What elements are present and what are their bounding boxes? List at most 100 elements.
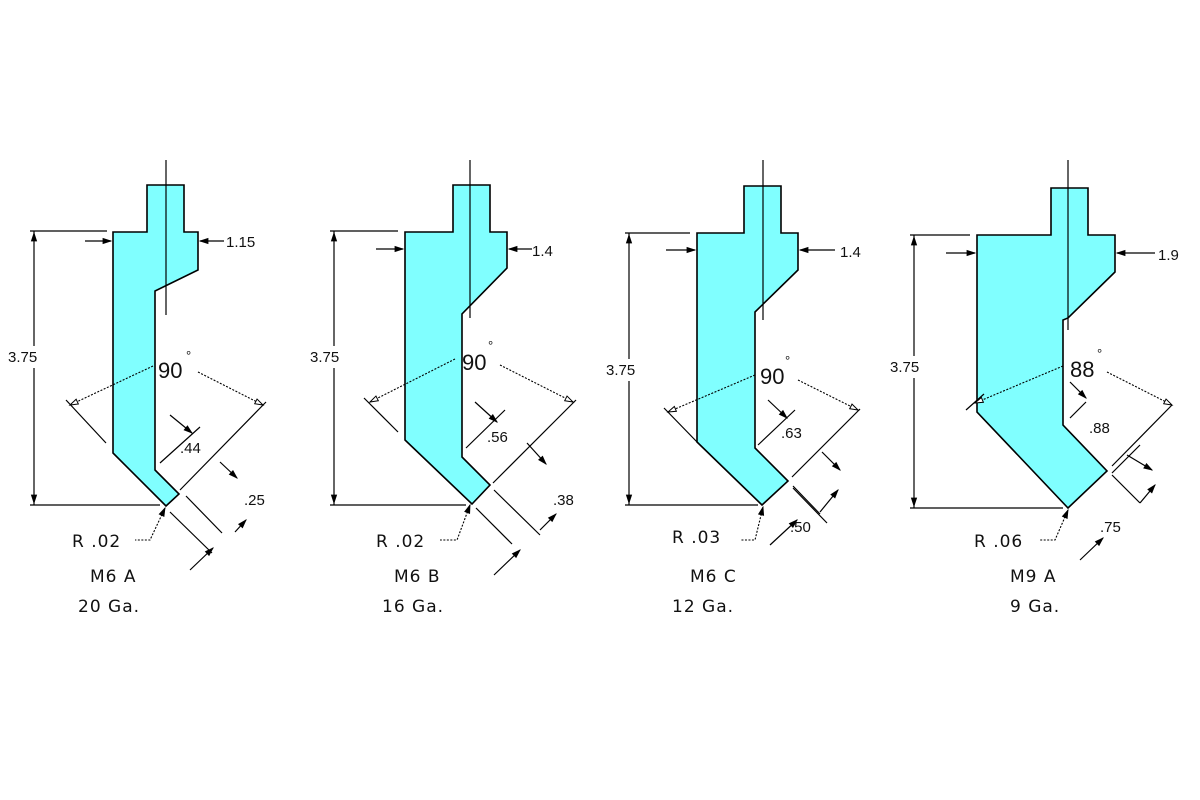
angle-extension-left bbox=[965, 393, 985, 411]
radius-leader bbox=[135, 507, 166, 541]
tip-width-dimension-label: .25 bbox=[244, 492, 265, 509]
tip-extension-1 bbox=[1111, 474, 1141, 504]
angle-arrow-left-icon bbox=[666, 405, 678, 413]
neck-dimension-label: .56 bbox=[487, 429, 508, 446]
angle-extension-left bbox=[65, 399, 107, 444]
width-dimension-label: 1.4 bbox=[840, 244, 861, 261]
angle-extension-right bbox=[492, 399, 577, 484]
height-arrow-bottom-icon bbox=[910, 497, 918, 508]
model-label: M6 C bbox=[690, 567, 737, 587]
neck-arrow-icon bbox=[183, 425, 194, 434]
punch-profile-m9-a: 3.75 1.9 88 ° .88 .75 R .06 M9 A 9 Ga. bbox=[890, 160, 1179, 617]
tip-extension-2 bbox=[169, 511, 213, 554]
height-arrow-top-icon bbox=[30, 231, 38, 242]
angle-extension-left bbox=[363, 397, 399, 433]
height-dimension-label: 3.75 bbox=[890, 359, 919, 376]
tip-width-arrow-icon bbox=[1094, 537, 1104, 547]
punch-profile-m6-a: 3.75 1.15 90 ° .44 .25 R .02 M6 A 20 Ga. bbox=[8, 160, 267, 617]
angle-arrow-right-icon bbox=[848, 403, 860, 411]
punch-body-shape bbox=[404, 184, 508, 506]
tip-width-dimension-label: .75 bbox=[1100, 519, 1121, 536]
angle-dim-line-left bbox=[667, 374, 756, 413]
angle-label: 90 bbox=[462, 350, 486, 375]
tip-arrow-lower-icon bbox=[238, 519, 247, 529]
tip-radius-label: R .06 bbox=[974, 532, 1023, 552]
tip-arrow-upper-icon bbox=[1143, 462, 1154, 471]
neck-extension bbox=[465, 409, 506, 449]
height-arrow-top-icon bbox=[625, 233, 633, 244]
angle-arrow-right-icon bbox=[1162, 398, 1174, 406]
tip-arrow-upper-icon bbox=[538, 455, 547, 465]
tip-extension-2 bbox=[1111, 444, 1141, 474]
model-label: M9 A bbox=[1010, 567, 1057, 587]
angle-extension-right bbox=[1111, 404, 1173, 467]
width-dimension-label: 1.9 bbox=[1158, 247, 1179, 264]
degree-symbol: ° bbox=[785, 353, 790, 368]
tip-extension-1 bbox=[792, 485, 821, 515]
punch-profile-m6-b: 3.75 1.4 90 ° .56 .38 R .02 M6 B 16 Ga. bbox=[310, 160, 577, 617]
punch-body-shape bbox=[976, 187, 1116, 510]
tip-extension-2 bbox=[792, 487, 828, 524]
punch-body-shape bbox=[696, 185, 799, 507]
neck-arrow-icon bbox=[1077, 389, 1087, 399]
angle-arrow-left-icon bbox=[973, 396, 985, 404]
neck-extension bbox=[1069, 401, 1087, 419]
height-arrow-bottom-icon bbox=[625, 494, 633, 505]
punch-body-shape bbox=[112, 184, 199, 508]
width-arrow-right-icon bbox=[1115, 249, 1126, 257]
height-arrow-bottom-icon bbox=[30, 494, 38, 505]
angle-dim-line-right bbox=[797, 379, 859, 411]
angle-dim-line-right bbox=[197, 371, 264, 406]
tip-width-arrow-icon bbox=[204, 547, 214, 557]
radius-arrow-icon bbox=[158, 506, 166, 517]
angle-arrow-right-icon bbox=[563, 395, 575, 403]
tip-radius-label: R .02 bbox=[72, 532, 121, 552]
degree-symbol: ° bbox=[186, 348, 191, 363]
tip-arrow-upper-icon bbox=[831, 461, 841, 471]
tip-extension-1 bbox=[185, 495, 223, 534]
angle-dim-line-left bbox=[69, 365, 154, 406]
radius-arrow-icon bbox=[1061, 508, 1069, 519]
gauge-label: 9 Ga. bbox=[1010, 597, 1060, 617]
angle-dim-line-left bbox=[974, 365, 1064, 404]
tip-extension-1 bbox=[493, 489, 541, 536]
angle-extension-right bbox=[179, 401, 267, 491]
angle-dim-line-right bbox=[1106, 371, 1173, 406]
angle-extension-right bbox=[791, 408, 861, 478]
tip-width-arrow-icon bbox=[511, 549, 521, 559]
tip-arrow-lower-icon bbox=[1147, 484, 1156, 494]
neck-dimension-label: .63 bbox=[781, 425, 802, 442]
neck-arrow-icon bbox=[778, 409, 788, 419]
gauge-label: 20 Ga. bbox=[78, 597, 140, 617]
width-arrow-right-icon bbox=[798, 246, 809, 254]
tip-arrow-lower-icon bbox=[547, 513, 557, 523]
tip-width-dimension-label: .50 bbox=[790, 519, 811, 536]
degree-symbol: ° bbox=[1097, 346, 1102, 361]
angle-extension-left bbox=[663, 407, 699, 444]
dimension-lines bbox=[910, 160, 1174, 561]
height-arrow-top-icon bbox=[910, 235, 918, 246]
height-dimension-label: 3.75 bbox=[310, 349, 339, 366]
angle-arrow-left-icon bbox=[368, 395, 380, 403]
width-dimension-label: 1.15 bbox=[226, 234, 255, 251]
angle-dim-line-right bbox=[499, 364, 574, 403]
width-arrow-left-icon bbox=[966, 249, 977, 257]
tip-width-arrow-icon bbox=[788, 519, 798, 529]
height-dimension-label: 3.75 bbox=[606, 362, 635, 379]
angle-arrow-right-icon bbox=[253, 398, 265, 406]
tip-radius-label: R .03 bbox=[672, 528, 721, 548]
punch-profile-m6-c: 3.75 1.4 90 ° .63 .50 R .03 M6 C 12 Ga. bbox=[606, 160, 861, 617]
neck-extension bbox=[159, 426, 201, 464]
angle-label: 90 bbox=[760, 364, 784, 389]
tip-arrow-upper-icon bbox=[228, 469, 238, 479]
angle-label: 90 bbox=[158, 358, 182, 383]
gauge-label: 12 Ga. bbox=[672, 597, 734, 617]
dimension-lines bbox=[30, 160, 267, 571]
angle-arrow-left-icon bbox=[68, 398, 80, 406]
tip-extension-2 bbox=[475, 507, 513, 545]
radius-leader bbox=[440, 504, 471, 541]
neck-dimension-label: .88 bbox=[1089, 420, 1110, 437]
width-arrow-right-icon bbox=[198, 237, 209, 245]
neck-extension bbox=[757, 409, 796, 446]
